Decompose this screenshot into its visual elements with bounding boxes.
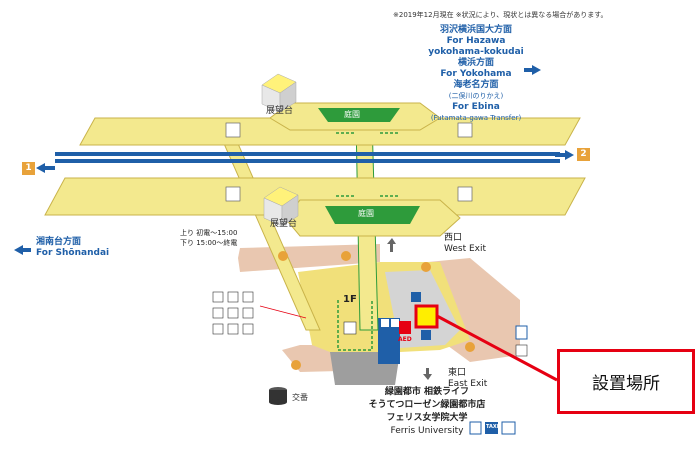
ticket-icon: [411, 292, 421, 302]
escalator-hours: 上り 初電～15:00 下り 15:00～終電: [180, 228, 237, 248]
observation-deck-label-lower: 展望台: [270, 219, 298, 229]
arrow-east-icon: [524, 65, 541, 75]
arrow-exit-east-icon: [423, 368, 432, 380]
direction-east: 羽沢横浜国大方面 For Hazawa yokohama-kokudai 横浜方…: [410, 25, 542, 124]
shop-icon: [278, 251, 288, 261]
ticket-icon: [421, 330, 431, 340]
shop-icon: [421, 262, 431, 272]
direction-east-line9: (Futamata-gawa Transfer): [430, 114, 522, 122]
garden-upper: [318, 108, 400, 122]
east-exit-ja: 東口: [448, 368, 467, 378]
restroom-icons: [212, 291, 254, 335]
shop-icon: [465, 342, 475, 352]
track: [55, 152, 560, 156]
taxi-label: TAXI: [486, 424, 499, 430]
direction-east-line7: (二俣川のりかえ): [448, 92, 504, 100]
aed-label: AED: [398, 336, 412, 343]
east-exit: 東口 East Exit: [448, 368, 487, 390]
destination-line3: フェリス女学院大学: [386, 413, 468, 423]
restroom-leader: [259, 305, 307, 319]
observation-deck-upper: [261, 73, 297, 113]
direction-east-line1: 羽沢横浜国大方面: [439, 25, 512, 35]
police-box-label: 交番: [292, 393, 308, 402]
phone-icon: [469, 421, 482, 435]
observation-deck-lower: [263, 186, 299, 227]
taxi-icon: [485, 422, 498, 434]
update-note: ※2019年12月現在 ※状況により、現状とは異なる場合があります。: [393, 11, 608, 19]
escalator-hours-down: 下り 15:00～終電: [180, 239, 238, 247]
direction-east-line6: 海老名方面: [453, 80, 499, 90]
callout-leader: [436, 314, 558, 382]
garden-lower: [325, 206, 420, 224]
destination-line2: そうてつローゼン緑園都市店: [368, 400, 486, 410]
track: [55, 159, 560, 163]
elevator-icon: [343, 321, 357, 335]
direction-west-line2: For Shōnandai: [36, 248, 110, 258]
destination-line1: 緑園都市 相鉄ライフ: [384, 387, 470, 397]
direction-east-line5: For Yokohama: [440, 69, 512, 79]
elevator-box: [225, 122, 241, 138]
direction-east-line3: yokohama-kokudai: [428, 47, 524, 57]
floor-label: 1F: [343, 294, 357, 305]
shop-icon: [341, 251, 351, 261]
installation-marker: [414, 304, 439, 329]
west-exit-en: West Exit: [444, 244, 487, 254]
bus-icon: [501, 421, 516, 435]
destination-line4: Ferris University: [390, 426, 464, 436]
arrow-left-icon: [36, 163, 55, 173]
arrow-west-icon: [14, 245, 31, 255]
platform-number-right: 2: [577, 148, 590, 161]
observation-deck-label-upper: 展望台: [266, 106, 294, 116]
route-dashed: [337, 300, 373, 351]
direction-west-line1: 湘南台方面: [36, 237, 82, 247]
installation-callout: 設置場所: [557, 349, 695, 414]
phone-icon: [515, 325, 528, 340]
garden-label-lower: 庭園: [358, 209, 374, 218]
direction-east-line4: 横浜方面: [457, 58, 494, 68]
arrow-west-exit-icon: [387, 238, 396, 252]
west-exit-ja: 西口: [444, 233, 463, 243]
escalator-hours-up: 上り 初電～15:00: [180, 229, 238, 237]
elevator-box: [225, 186, 241, 202]
police-box-icon: [269, 387, 287, 405]
shop-icon: [291, 360, 301, 370]
phone-icon: [515, 344, 528, 357]
west-exit: 西口 West Exit: [444, 233, 486, 255]
direction-east-line2: For Hazawa: [446, 36, 506, 46]
direction-west: 湘南台方面 For Shōnandai: [36, 237, 126, 259]
east-exit-en: East Exit: [448, 379, 488, 389]
garden-label-upper: 庭園: [344, 110, 360, 119]
gate-icon: [381, 319, 389, 327]
gate-blue: [378, 318, 400, 364]
platform-number-left: 1: [22, 162, 35, 175]
arrow-right-icon: [555, 150, 574, 160]
destinations: 緑園都市 相鉄ライフ そうてつローゼン緑園都市店 フェリス女学院大学 Ferri…: [352, 386, 502, 438]
gate-icon: [391, 319, 399, 327]
elevator-box: [457, 122, 473, 138]
aed-icon: [399, 321, 411, 334]
direction-east-line8: For Ebina: [452, 102, 500, 112]
installation-callout-label: 設置場所: [592, 374, 660, 394]
platform-lower: [44, 177, 586, 216]
elevator-box: [457, 186, 473, 202]
